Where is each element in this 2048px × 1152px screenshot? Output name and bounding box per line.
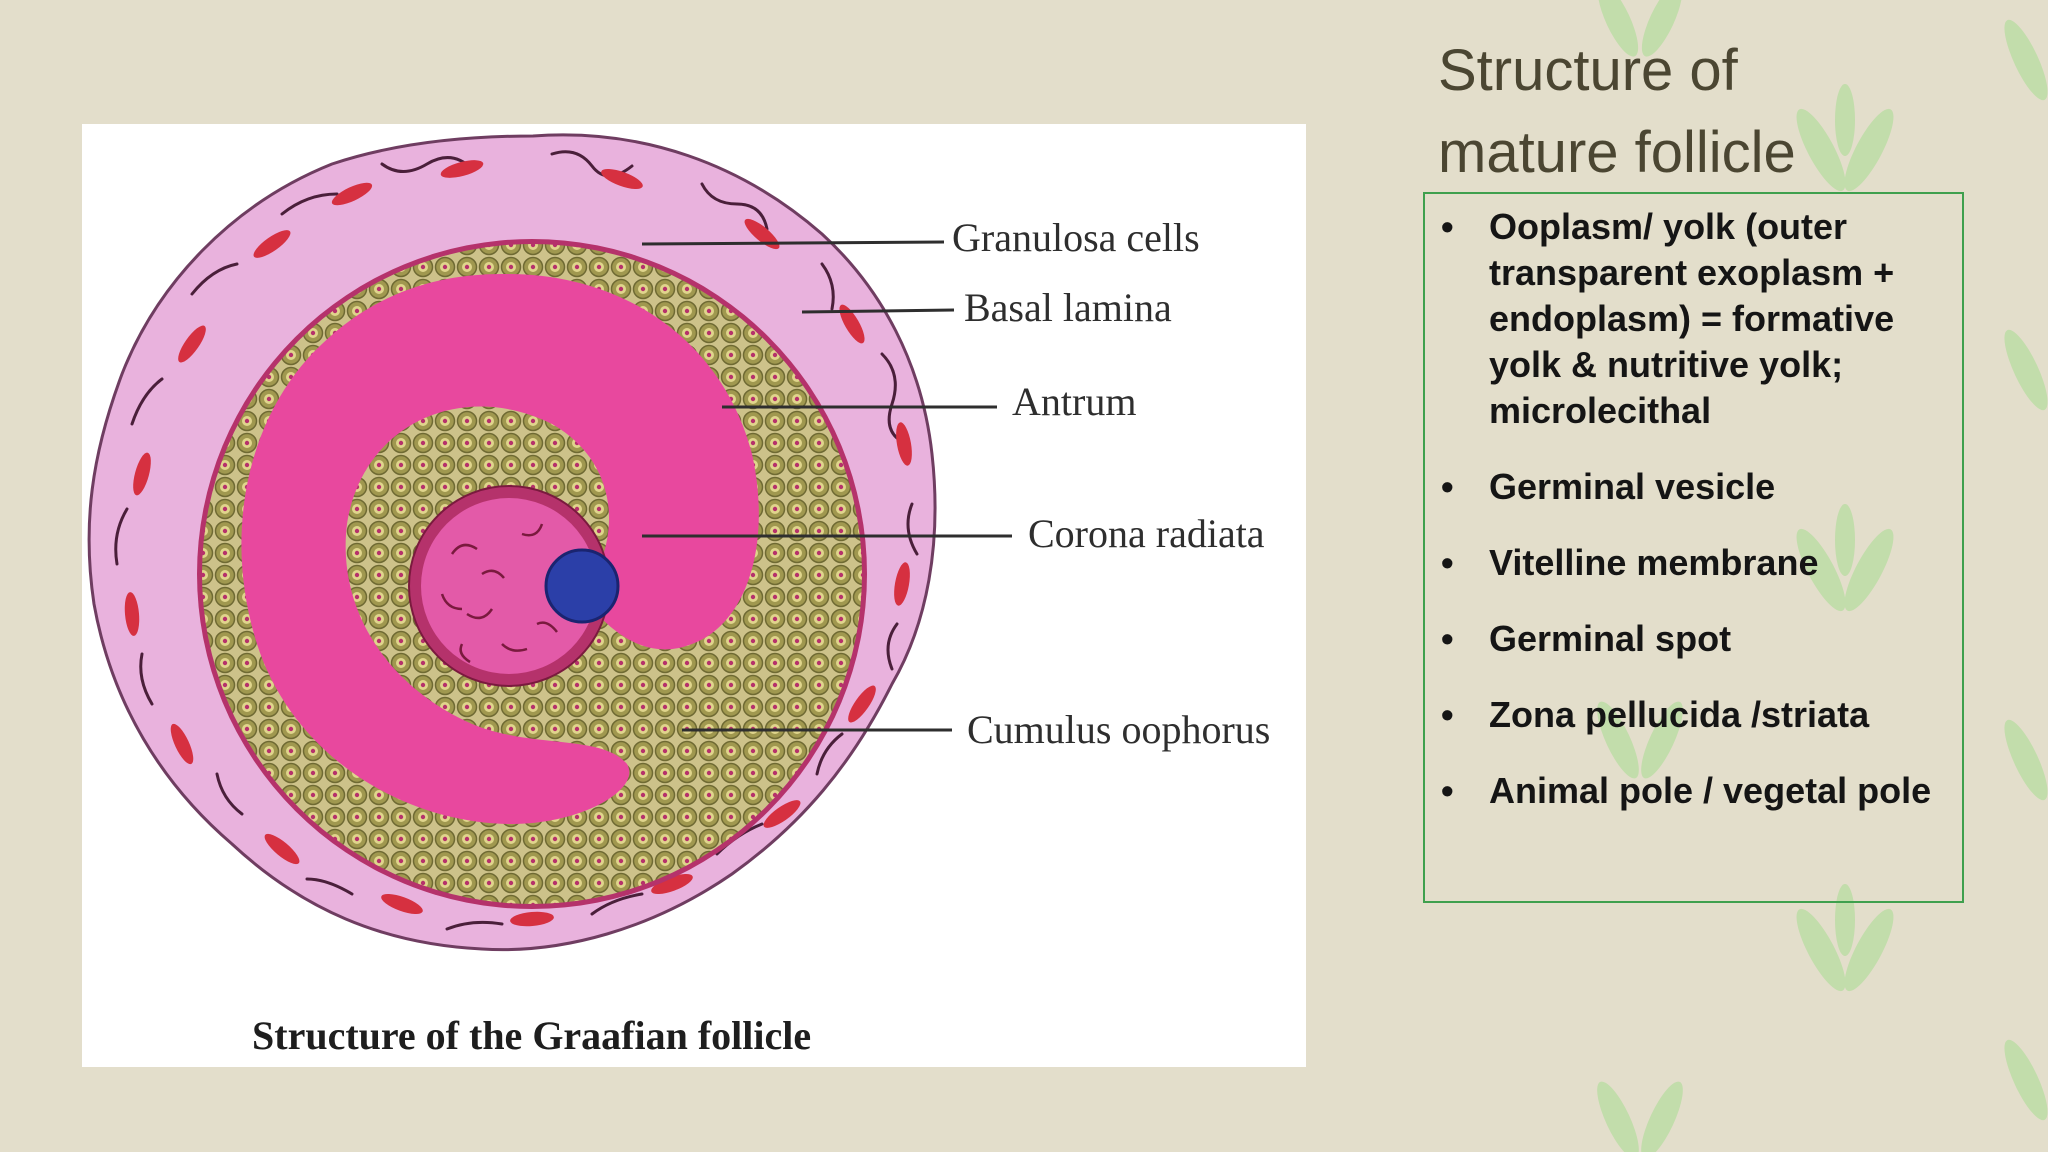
label-leader-lines [641,240,1012,732]
bullet-item-poles: Animal pole / vegetal pole [1441,768,1932,814]
bullet-item-zona-pellucida: Zona pellucida /striata [1441,692,1932,738]
bullet-item-vitelline-membrane: Vitelline membrane [1441,540,1932,586]
bullet-item-germinal-vesicle: Germinal vesicle [1441,464,1932,510]
slide-title: Structure of mature follicle [1438,30,1998,194]
germinal-vesicle [544,548,620,624]
label-cumulus-oophorus: Cumulus oophorus [967,707,1271,752]
label-antrum: Antrum [1012,379,1137,424]
label-basal-lamina: Basal lamina [964,285,1172,330]
bullet-box: Ooplasm/ yolk (outer transparent exoplas… [1423,192,1964,903]
label-granulosa-cells: Granulosa cells [952,215,1200,260]
label-corona-radiata: Corona radiata [1028,511,1265,556]
bullet-item-germinal-spot: Germinal spot [1441,616,1932,662]
antrum [241,273,759,825]
oocyte [421,498,597,674]
figure-caption: Structure of the Graafian follicle [252,1013,812,1058]
theca-cells [124,160,912,927]
bullet-item-ooplasm: Ooplasm/ yolk (outer transparent exoplas… [1441,204,1932,434]
ooplasm-strands [440,523,558,664]
slide-title-line-1: Structure of [1438,38,1738,103]
bullet-list: Ooplasm/ yolk (outer transparent exoplas… [1425,194,1962,814]
follicle-figure: Granulosa cells Basal lamina Antrum Coro… [82,124,1306,1067]
follicle-diagram [87,133,1012,952]
theca-fibers [114,150,919,931]
slide-title-line-2: mature follicle [1438,120,1796,185]
